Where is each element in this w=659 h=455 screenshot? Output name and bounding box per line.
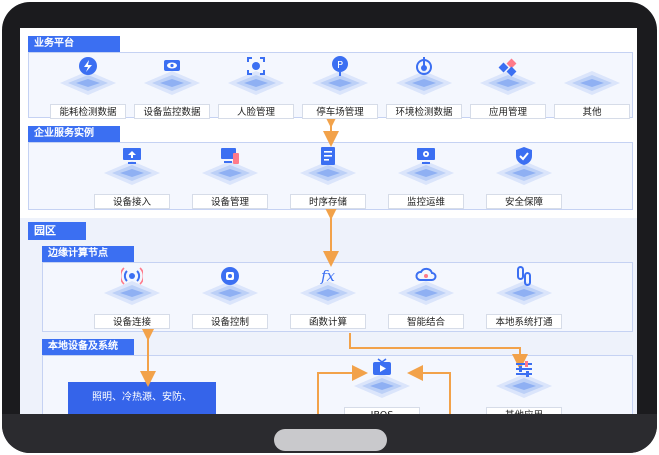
business-item[interactable]: 人脸管理 — [218, 53, 294, 119]
svg-text:fx: fx — [320, 267, 336, 285]
business-item[interactable]: 能耗检测数据 — [50, 53, 126, 119]
business-item-label: 停车场管理 — [302, 104, 378, 119]
apps-icon — [498, 58, 517, 77]
edge-item-label: 设备连接 — [94, 314, 170, 329]
upload-monitor-icon — [123, 148, 141, 164]
lightning-icon — [79, 57, 97, 75]
business-item-label: 应用管理 — [470, 104, 546, 119]
edge-item-label: 函数计算 — [290, 314, 366, 329]
enterprise-item-label: 安全保障 — [486, 194, 562, 209]
edge-item[interactable]: fx 函数计算 — [290, 263, 366, 329]
local-systems-box: 照明、冷热源、安防、 — [68, 382, 216, 414]
enterprise-item[interactable]: 设备管理 — [192, 143, 268, 209]
business-item[interactable]: 应用管理 — [470, 53, 546, 119]
edge-item[interactable]: 智能结合 — [388, 263, 464, 329]
edge-item[interactable]: 设备控制 — [192, 263, 268, 329]
arrow-into-ibos — [317, 365, 368, 414]
business-item[interactable]: 设备监控数据 — [134, 53, 210, 119]
function-icon: fx — [320, 267, 336, 285]
control-icon — [221, 267, 239, 285]
business-item-label: 设备监控数据 — [134, 104, 210, 119]
section-label-enterprise: 企业服务实例 — [28, 126, 120, 142]
business-item[interactable]: 其他 — [554, 53, 630, 119]
shield-check-icon — [516, 147, 532, 165]
enterprise-item-label: 监控运维 — [388, 194, 464, 209]
enterprise-item-label: 时序存储 — [290, 194, 366, 209]
devices-icon — [221, 148, 239, 164]
section-label-park: 园区 — [28, 222, 86, 240]
face-scan-icon — [247, 57, 265, 75]
enterprise-item[interactable]: 安全保障 — [486, 143, 562, 209]
svg-text:P: P — [337, 60, 343, 71]
connector-lines — [140, 112, 528, 414]
edge-item-label: 本地系统打通 — [486, 314, 562, 329]
local-item[interactable]: 其他应用 — [486, 356, 562, 414]
edge-item-label: 智能结合 — [388, 314, 464, 329]
arrow-edge-other — [349, 333, 528, 370]
business-item[interactable]: 环境检测数据 — [386, 53, 462, 119]
business-item[interactable]: P 停车场管理 — [302, 53, 378, 119]
parking-icon: P — [332, 56, 348, 76]
enterprise-item[interactable]: 监控运维 — [388, 143, 464, 209]
home-button[interactable] — [274, 429, 387, 451]
enterprise-item-label: 设备管理 — [192, 194, 268, 209]
enterprise-item-label: 设备接入 — [94, 194, 170, 209]
business-item-label: 其他 — [554, 104, 630, 119]
section-label-business: 业务平台 — [28, 36, 120, 52]
blank-icon — [581, 55, 603, 77]
screen: 业务平台 企业服务实例 园区 边缘计算节点 本地设备及系统 照明、冷热源、安防、 — [20, 28, 637, 414]
enterprise-item[interactable]: 时序存储 — [290, 143, 366, 209]
arrow-from-right — [407, 365, 451, 414]
edge-item[interactable]: 本地系统打通 — [486, 263, 562, 329]
sensor-icon — [416, 57, 432, 75]
eye-icon — [164, 60, 180, 71]
link-icon — [517, 266, 531, 286]
edge-item[interactable]: 设备连接 — [94, 263, 170, 329]
document-icon — [321, 147, 335, 165]
cloud-ai-icon — [415, 267, 437, 281]
edge-item-label: 设备控制 — [192, 314, 268, 329]
business-item-label: 人脸管理 — [218, 104, 294, 119]
business-item-label: 环境检测数据 — [386, 104, 462, 119]
broadcast-icon — [121, 267, 143, 285]
sliders-icon — [516, 361, 532, 377]
business-item-label: 能耗检测数据 — [50, 104, 126, 119]
section-label-local: 本地设备及系统 — [42, 339, 134, 355]
play-monitor-icon — [373, 358, 391, 375]
local-item[interactable]: IBOS — [344, 356, 420, 414]
monitor-gear-icon — [417, 148, 435, 164]
enterprise-item[interactable]: 设备接入 — [94, 143, 170, 209]
local-item-label: 其他应用 — [486, 407, 562, 414]
local-item-label: IBOS — [344, 407, 420, 414]
section-label-edge: 边缘计算节点 — [42, 246, 134, 262]
